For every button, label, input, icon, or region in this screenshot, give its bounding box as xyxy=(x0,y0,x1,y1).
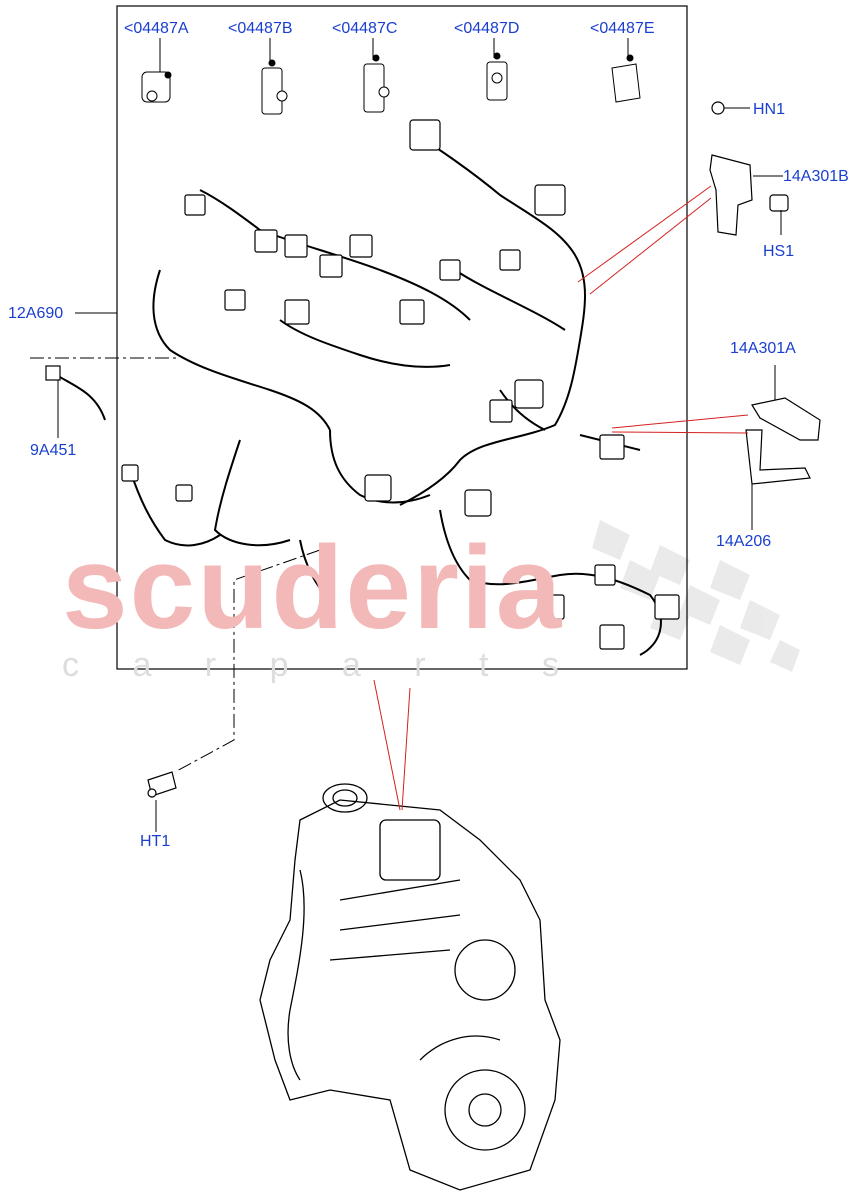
callout-04487c[interactable]: <04487C xyxy=(332,20,398,37)
callout-hn1[interactable]: HN1 xyxy=(753,101,786,118)
connector-d-icon xyxy=(486,52,508,101)
leader-lines xyxy=(30,38,783,832)
wiring-harness-drawing xyxy=(129,129,662,656)
engine-drawing xyxy=(259,783,561,1191)
callout-04487e[interactable]: <04487E xyxy=(590,20,655,37)
harness-connectors xyxy=(121,119,680,650)
connector-b-icon xyxy=(261,59,288,115)
callout-04487d[interactable]: <04487D xyxy=(454,20,520,37)
callout-ht1[interactable]: HT1 xyxy=(140,833,171,850)
sensor-drawing xyxy=(45,365,106,421)
connector-e-icon xyxy=(611,54,641,103)
connector-c-icon xyxy=(363,54,390,113)
harness-frame xyxy=(116,5,688,670)
callout-04487b[interactable]: <04487B xyxy=(228,20,293,37)
bracket-b-drawing xyxy=(709,101,789,236)
callout-14a301a[interactable]: 14A301A xyxy=(730,340,796,357)
bracket-a-drawing xyxy=(745,397,821,485)
callout-12a690[interactable]: 12A690 xyxy=(8,305,64,322)
callout-hs1[interactable]: HS1 xyxy=(763,243,795,260)
callout-14a206[interactable]: 14A206 xyxy=(716,533,772,550)
callout-9a451[interactable]: 9A451 xyxy=(30,442,77,459)
ht1-part-drawing xyxy=(147,771,177,798)
red-leader-lines xyxy=(373,185,749,811)
connector-icons xyxy=(141,52,641,115)
callout-14a301b[interactable]: 14A301B xyxy=(783,168,849,185)
connector-a-icon xyxy=(141,71,172,103)
callout-04487a[interactable]: <04487A xyxy=(124,20,189,37)
